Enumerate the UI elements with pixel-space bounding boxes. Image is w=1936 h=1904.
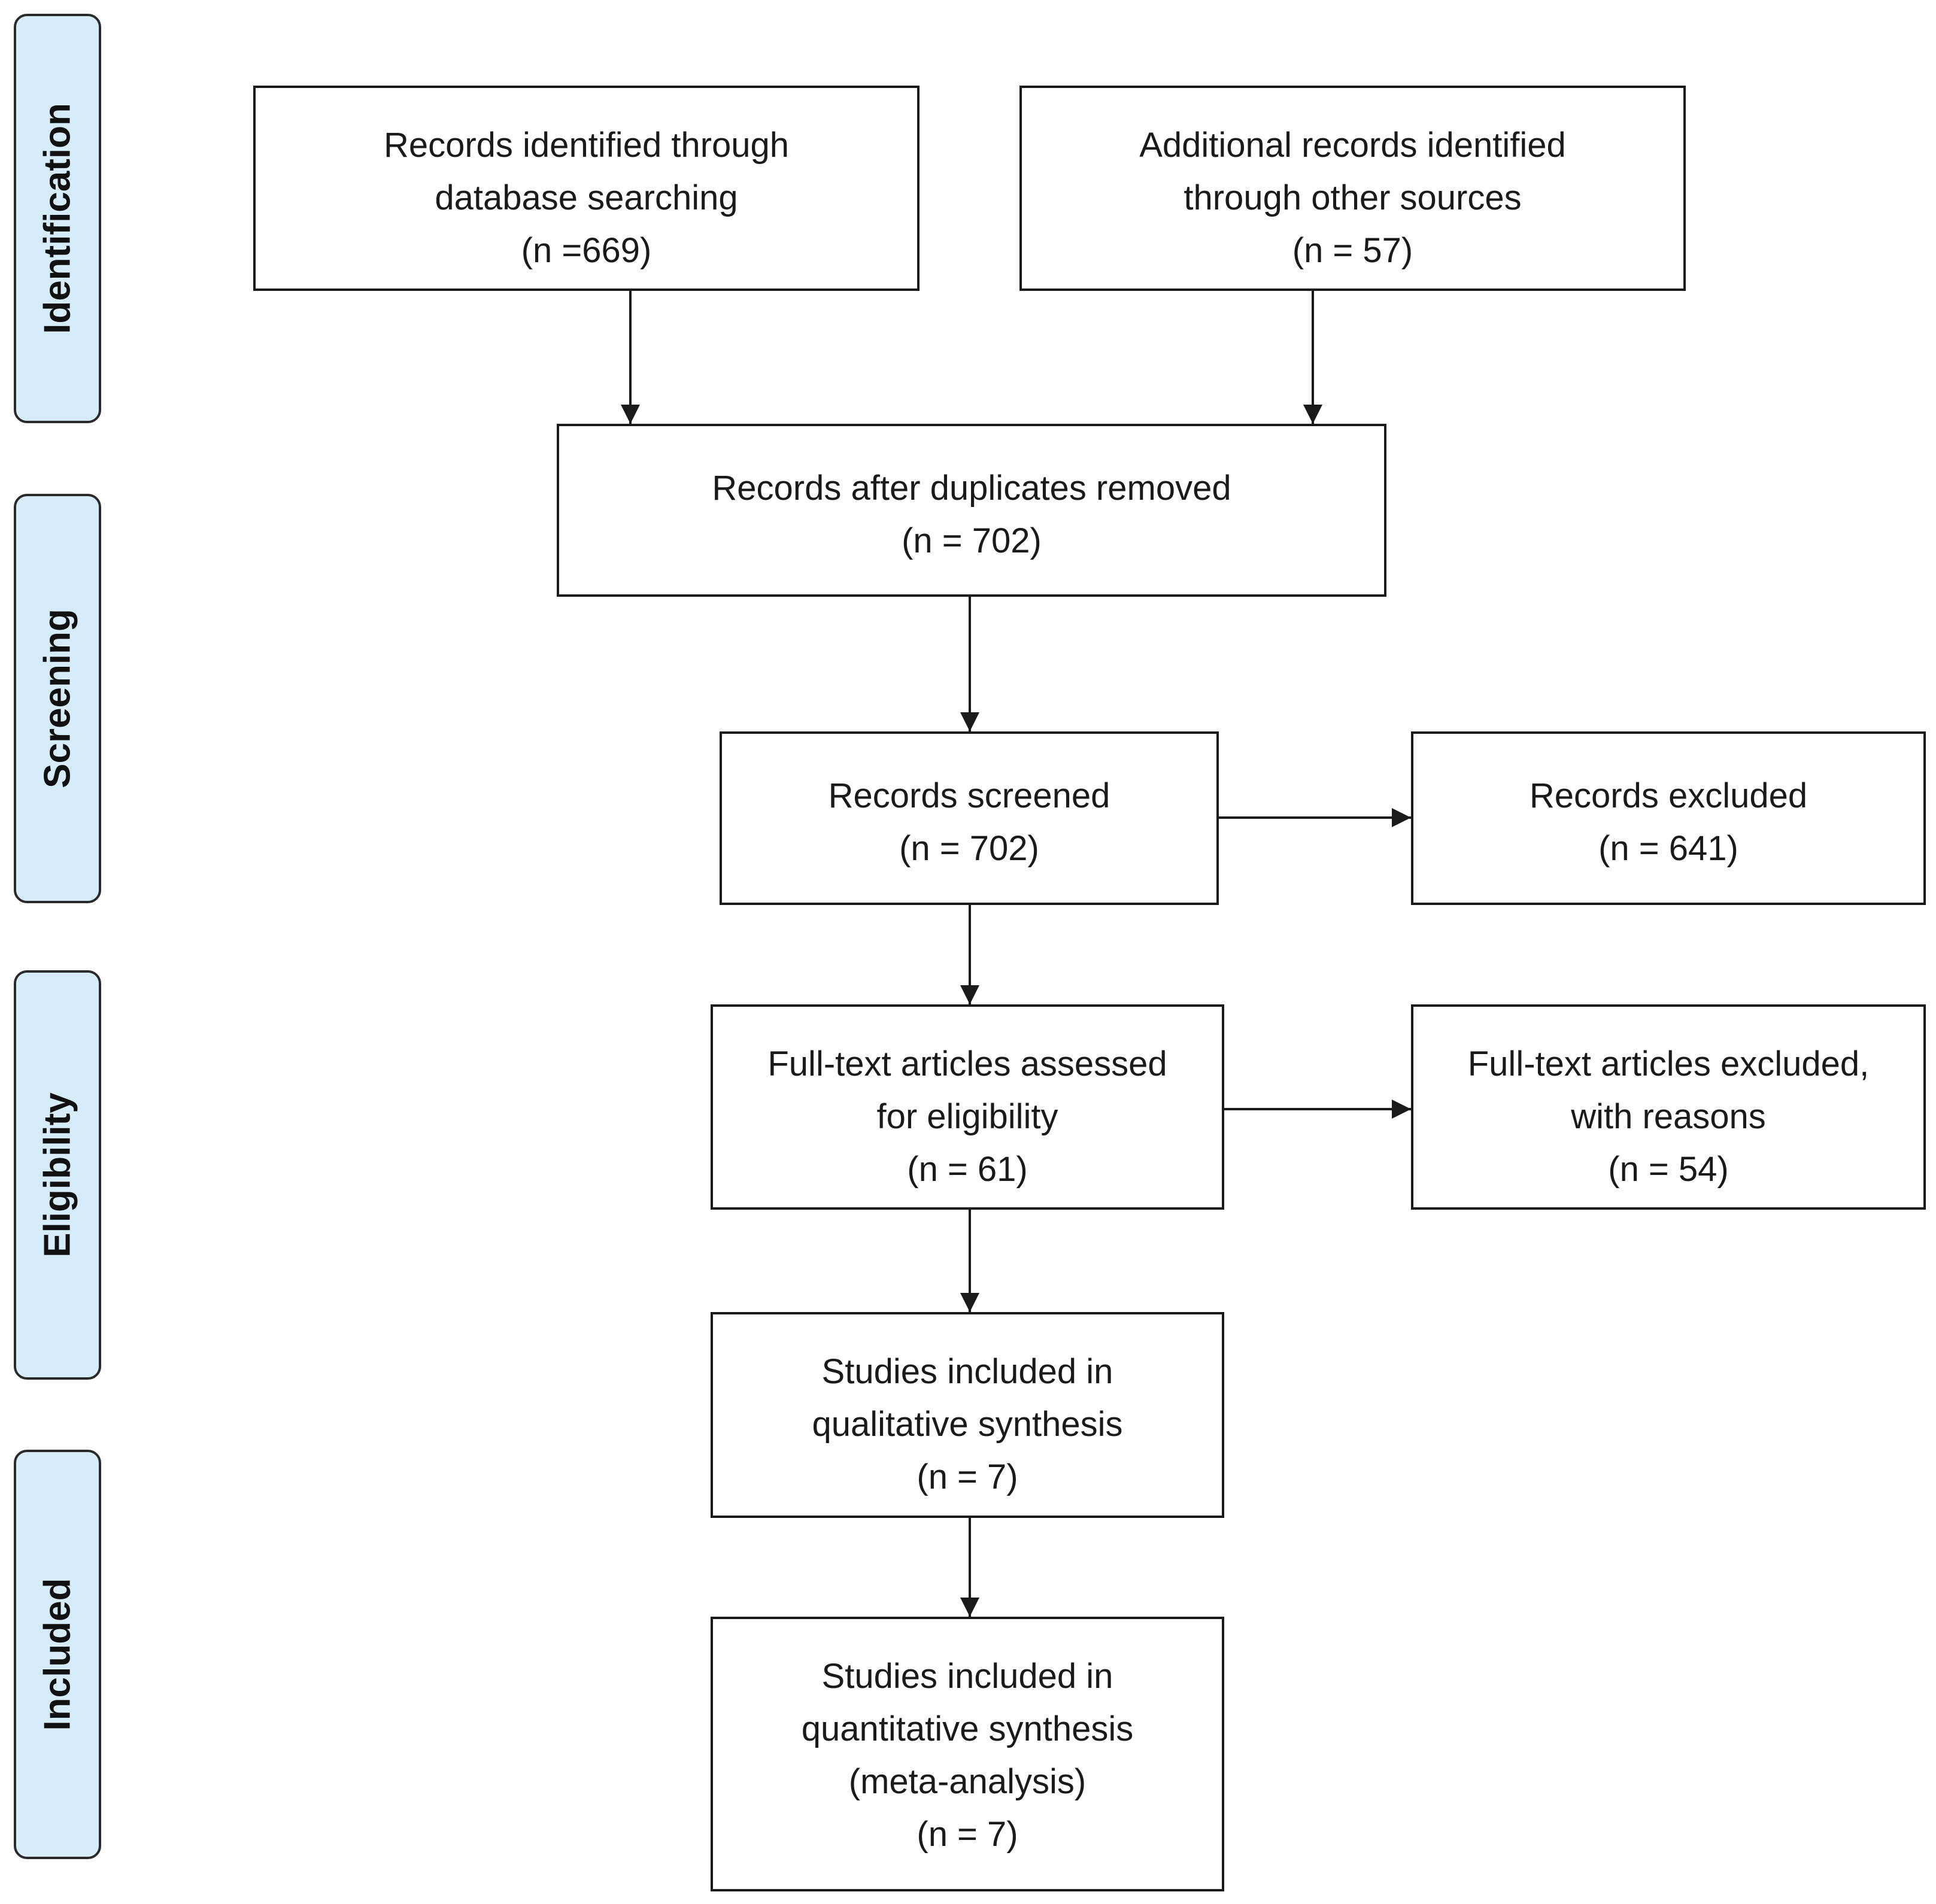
box-text-line: Studies included in <box>821 1352 1113 1391</box>
box-text-line: Records excluded <box>1529 776 1808 815</box>
box-text-line: through other sources <box>1184 178 1522 217</box>
arrowhead-database <box>621 405 640 424</box>
box-text-line: (meta-analysis) <box>848 1762 1087 1801</box>
box-fulltext-assessed: Full-text articles assessed for eligibil… <box>711 1004 1224 1210</box>
phase-identification: Identification <box>14 14 101 423</box>
box-other-sources: Additional records identified through ot… <box>1019 86 1686 291</box>
phase-screening: Screening <box>14 494 101 903</box>
arrowhead-qualitative <box>960 1598 979 1617</box>
box-text-line: (n = 702) <box>899 829 1039 868</box>
box-text-line: (n = 641) <box>1598 829 1738 868</box>
arrowhead-duplicates <box>960 712 979 731</box>
box-text-line: (n = 57) <box>1292 231 1413 270</box>
box-text-line: Additional records identified <box>1139 126 1566 165</box>
box-text-line: (n = 7) <box>917 1457 1018 1496</box>
box-text-line: (n = 54) <box>1608 1150 1729 1189</box>
arrowhead-screened <box>960 985 979 1004</box>
box-quantitative-synthesis: Studies included in quantitative synthes… <box>711 1617 1224 1891</box>
arrowhead-fulltext-excluded <box>1392 1100 1411 1119</box>
box-qualitative-synthesis: Studies included in qualitative synthesi… <box>711 1312 1224 1518</box>
box-text-line: Full-text articles assessed <box>767 1044 1167 1083</box>
arrowhead-fulltext <box>960 1293 979 1312</box>
box-text-line: (n =669) <box>521 231 652 270</box>
box-fulltext-excluded: Full-text articles excluded, with reason… <box>1411 1004 1926 1210</box>
box-text-line: quantitative synthesis <box>801 1709 1134 1748</box>
box-text-line: qualitative synthesis <box>812 1405 1123 1444</box>
box-text-line: Records screened <box>828 776 1110 815</box>
box-text-line: with reasons <box>1571 1097 1766 1136</box>
box-text-line: Full-text articles excluded, <box>1467 1044 1870 1083</box>
box-text-line: Studies included in <box>821 1657 1113 1696</box>
box-text-line: database searching <box>435 178 738 217</box>
box-records-excluded: Records excluded (n = 641) <box>1411 731 1926 905</box>
arrowhead-other <box>1303 405 1322 424</box>
box-text-line: (n = 7) <box>917 1815 1018 1854</box>
phase-eligibility: Eligibility <box>14 970 101 1380</box>
box-records-screened: Records screened (n = 702) <box>720 731 1219 905</box>
box-text-line: (n = 61) <box>907 1150 1028 1189</box>
box-after-duplicates: Records after duplicates removed (n = 70… <box>557 424 1386 597</box>
box-database-records: Records identified through database sear… <box>253 86 920 291</box>
arrowhead-excluded <box>1392 808 1411 827</box>
box-text-line: (n = 702) <box>902 521 1042 560</box>
box-text-line: for eligibility <box>876 1097 1058 1136</box>
box-text-line: Records identified through <box>383 126 790 165</box>
box-text-line: Records after duplicates removed <box>712 469 1231 508</box>
phase-included: Included <box>14 1450 101 1859</box>
